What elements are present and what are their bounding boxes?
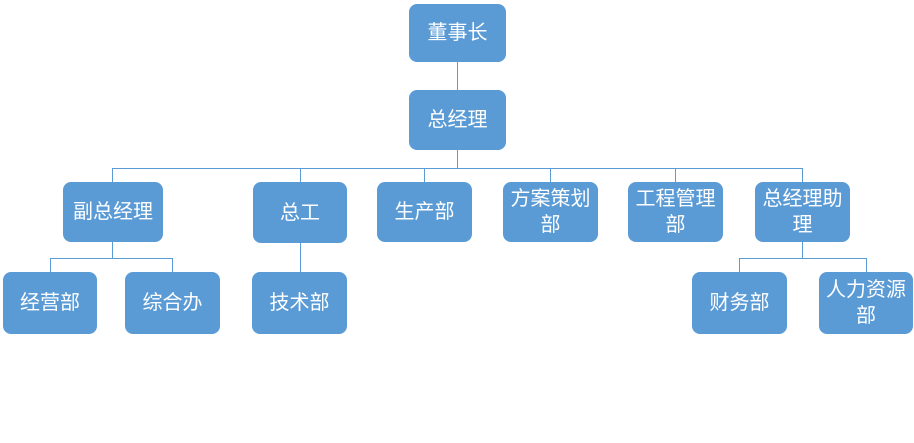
org-node-general-office-label: 综合办 xyxy=(142,292,203,314)
org-node-business-dept[interactable]: 经营部 xyxy=(3,272,97,334)
connector-chief-technology xyxy=(300,243,301,272)
org-node-production-dept-label: 生产部 xyxy=(394,201,455,223)
org-node-hr-dept[interactable]: 人力资源部 xyxy=(819,272,913,334)
connector-chairman-gm xyxy=(457,62,458,90)
org-node-chief-engineer[interactable]: 总工 xyxy=(253,182,347,243)
org-node-technology-dept-label: 技术部 xyxy=(269,292,330,314)
connector-bus-finance xyxy=(739,259,740,272)
org-node-gm-assistant-label: 总经理助理 xyxy=(762,188,843,236)
org-node-chairman[interactable]: 董事长 xyxy=(409,4,506,62)
connector-bus-human-resources xyxy=(866,259,867,272)
org-node-technology-dept[interactable]: 技术部 xyxy=(252,272,347,334)
connector-bus-production xyxy=(424,169,425,182)
connector-bus-business xyxy=(50,259,51,272)
connector-bus-general-office xyxy=(172,259,173,272)
org-node-engineering-dept-label: 工程管理部 xyxy=(635,188,716,236)
connector-bus-planning xyxy=(550,169,551,182)
connector-gm-assistant-bus xyxy=(802,242,803,258)
org-node-engineering-dept[interactable]: 工程管理部 xyxy=(628,182,723,242)
connector-bus-engineering xyxy=(675,169,676,182)
org-node-deputy-gm-label: 副总经理 xyxy=(73,201,153,223)
org-node-hr-dept-label: 人力资源部 xyxy=(826,279,906,327)
org-node-finance-dept-label: 财务部 xyxy=(709,292,770,314)
org-node-planning-dept[interactable]: 方案策划部 xyxy=(503,182,598,242)
org-node-chief-engineer-label: 总工 xyxy=(280,201,320,224)
org-node-general-manager-label: 总经理 xyxy=(427,109,488,131)
org-node-deputy-gm[interactable]: 副总经理 xyxy=(63,182,163,242)
org-node-general-office[interactable]: 综合办 xyxy=(125,272,220,334)
connector-gm-bus xyxy=(457,150,458,168)
org-node-finance-dept[interactable]: 财务部 xyxy=(692,272,787,334)
org-node-production-dept[interactable]: 生产部 xyxy=(377,182,472,242)
org-node-business-dept-label: 经营部 xyxy=(20,292,80,314)
org-node-chairman-label: 董事长 xyxy=(427,22,488,44)
connector-bus-assistant-children xyxy=(739,258,867,259)
connector-bus-deputy-gm xyxy=(112,169,113,182)
connector-deputy-gm-bus xyxy=(112,242,113,258)
org-node-general-manager[interactable]: 总经理 xyxy=(409,90,506,150)
org-node-planning-dept-label: 方案策划部 xyxy=(510,188,591,236)
connector-bus-chief-engineer xyxy=(300,169,301,182)
connector-bus-deputy-children xyxy=(50,258,173,259)
org-node-gm-assistant[interactable]: 总经理助理 xyxy=(755,182,850,242)
connector-bus-gm-assistant xyxy=(802,169,803,182)
connector-bus-level3 xyxy=(112,168,803,169)
